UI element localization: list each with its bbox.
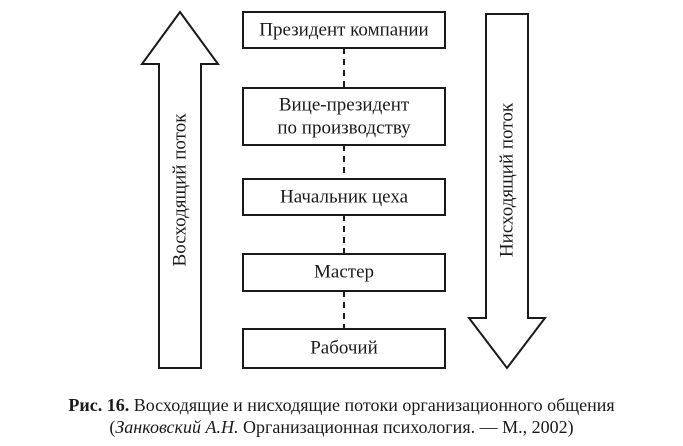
figure-title: Восходящие и нисходящие потоки организац… — [133, 395, 615, 415]
hierarchy-boxes — [242, 11, 446, 369]
caption-line-2: (Занковский А.Н. Организационная психоло… — [0, 416, 683, 438]
upward-flow-label: Восходящий поток — [170, 113, 191, 267]
caption-open-paren: ( — [109, 417, 116, 437]
downward-flow-arrow: Нисходящий поток — [466, 13, 548, 370]
label-company-president: Президент компании — [259, 20, 428, 41]
downward-arrow-shape — [466, 13, 548, 370]
label-foreman: Мастер — [314, 262, 374, 283]
upward-arrow-shape — [140, 10, 220, 369]
box-worker — [242, 328, 446, 369]
caption-author: Занковский А.Н. — [115, 417, 239, 437]
label-worker: Рабочий — [310, 338, 378, 359]
figure-caption: Рис. 16. Восходящие и нисходящие потоки … — [0, 394, 683, 438]
hierarchy-labels: Президент компании Вице-президент по про… — [259, 20, 428, 359]
label-vice-president-line2: по производству — [277, 118, 411, 139]
box-company-president — [242, 11, 446, 49]
label-vice-president-line1: Вице-президент — [279, 95, 410, 116]
box-vice-president — [242, 87, 446, 146]
box-shop-head — [242, 178, 446, 216]
caption-source: Организационная психология. — М., 2002) — [242, 417, 574, 437]
label-shop-head: Начальник цеха — [280, 187, 409, 208]
figure-number: Рис. 16. — [68, 395, 130, 415]
upward-flow-arrow: Восходящий поток — [140, 10, 220, 369]
caption-line-1: Рис. 16. Восходящие и нисходящие потоки … — [0, 394, 683, 416]
downward-flow-label: Нисходящий поток — [497, 102, 518, 257]
box-foreman — [242, 253, 446, 292]
communication-flow-diagram: Восходящий поток Нисходящий поток Презид… — [140, 10, 548, 370]
